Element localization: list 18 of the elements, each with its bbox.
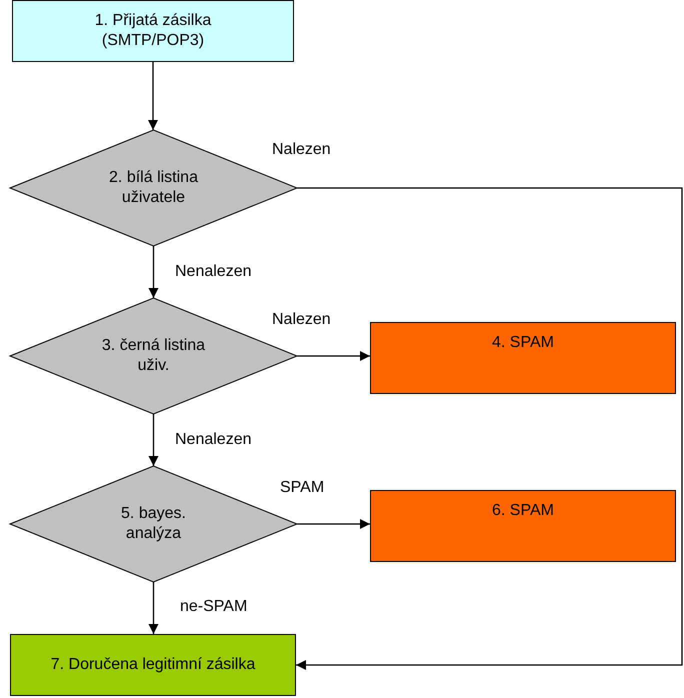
- node-text: 5. bayes. analýza: [120, 504, 187, 544]
- arrow: [148, 62, 158, 130]
- node-text: 3. černá listina uživ.: [100, 336, 206, 376]
- node-text: 4. SPAM: [492, 333, 554, 353]
- node-text: 6. SPAM: [492, 501, 554, 521]
- arrow: [148, 414, 158, 466]
- arrow: [148, 246, 158, 298]
- process-box: [10, 634, 296, 696]
- arrow: [296, 187, 683, 670]
- process-box: [370, 490, 676, 562]
- process-box: [12, 0, 294, 62]
- arrow: [297, 351, 370, 361]
- arrow: [297, 519, 370, 529]
- node-text: 2. bílá listina uživatele: [108, 168, 199, 208]
- node-text: 7. Doručena legitimní zásilka: [50, 655, 256, 675]
- node-text: 1. Přijatá zásilka (SMTP/POP3): [94, 11, 212, 51]
- process-box: [370, 322, 676, 394]
- arrow: [148, 582, 158, 634]
